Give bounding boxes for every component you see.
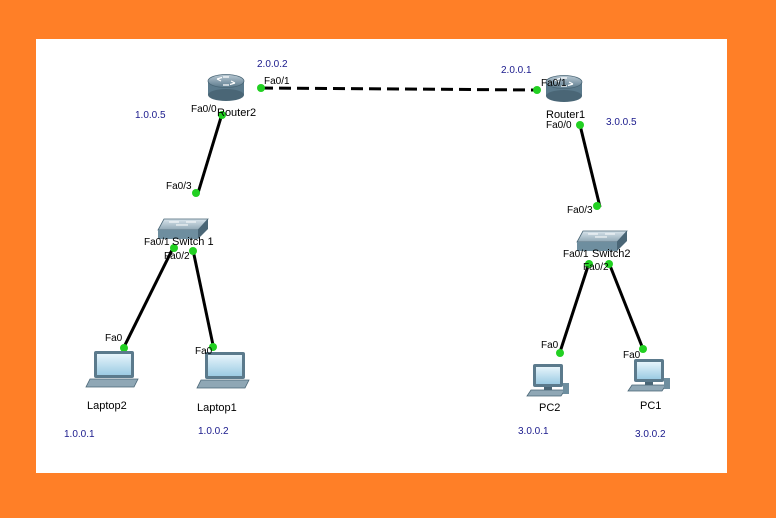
port-label: Fa0/2 xyxy=(164,251,190,262)
port-label: Fa0/1 xyxy=(541,78,567,89)
switch-icon xyxy=(576,230,628,251)
port-dot xyxy=(639,345,647,353)
port-dot xyxy=(192,189,200,197)
port-label: Fa0/0 xyxy=(546,120,572,131)
ip-label: 3.0.0.1 xyxy=(518,426,549,437)
device-label: PC1 xyxy=(640,400,661,412)
port-dot xyxy=(120,344,128,352)
device-label: Switch2 xyxy=(592,248,631,260)
port-label: Fa0 xyxy=(541,340,559,351)
port-indicators xyxy=(120,84,647,357)
device-label: PC2 xyxy=(539,402,560,414)
ip-labels: 2.0.0.2 2.0.0.1 1.0.0.5 3.0.0.5 1.0.0.1 … xyxy=(64,59,666,440)
topology-canvas: Router2 Router1 Switch 1 Switch2 xyxy=(36,39,727,473)
port-label: Fa0/1 xyxy=(563,249,589,260)
ip-label: 2.0.0.2 xyxy=(257,59,288,70)
link-switch2-pc1[interactable] xyxy=(607,262,645,350)
port-label: Fa0/2 xyxy=(583,262,609,273)
port-dot xyxy=(556,349,564,357)
port-dot xyxy=(585,260,593,268)
port-label: Fa0 xyxy=(623,350,641,361)
port-dot xyxy=(209,343,217,351)
network-topology-diagram: Router2 Router1 Switch 1 Switch2 xyxy=(64,59,670,440)
laptop2[interactable]: Laptop2 xyxy=(85,351,139,412)
serial-link-router2-router1[interactable] xyxy=(260,86,538,92)
ip-label: 1.0.0.1 xyxy=(64,429,95,440)
pc-icon xyxy=(627,359,670,392)
switch2[interactable]: Switch2 xyxy=(576,230,631,260)
port-dot xyxy=(576,121,584,129)
router-icon xyxy=(545,75,583,102)
port-dot xyxy=(218,111,226,119)
router1[interactable]: Router1 xyxy=(545,75,585,122)
device-label: Laptop1 xyxy=(197,402,237,414)
router-icon xyxy=(207,74,245,101)
laptop1[interactable]: Laptop1 xyxy=(196,352,250,414)
device-label: Switch 1 xyxy=(172,236,214,248)
pc-icon xyxy=(526,364,569,397)
link-switch2-pc2[interactable] xyxy=(558,262,591,353)
laptop-icon xyxy=(85,351,139,388)
port-dot xyxy=(593,202,601,210)
port-label: Fa0/0 xyxy=(191,104,217,115)
ip-label: 3.0.0.2 xyxy=(635,429,666,440)
device-label: Router1 xyxy=(546,109,585,121)
port-dot xyxy=(257,84,265,92)
switch-icon xyxy=(157,218,209,239)
link-switch1-laptop2[interactable] xyxy=(122,245,176,348)
port-label: Fa0/3 xyxy=(567,205,593,216)
ip-label: 2.0.0.1 xyxy=(501,65,532,76)
port-label: Fa0 xyxy=(105,333,123,344)
ip-label: 1.0.0.2 xyxy=(198,426,229,437)
port-dot xyxy=(605,260,613,268)
laptop-icon xyxy=(196,352,250,389)
router2[interactable]: Router2 xyxy=(207,74,256,120)
switch1[interactable]: Switch 1 xyxy=(157,218,214,248)
device-label: Laptop2 xyxy=(87,400,127,412)
port-label: Fa0/3 xyxy=(166,181,192,192)
port-dot xyxy=(170,244,178,252)
link-switch1-laptop1[interactable] xyxy=(191,249,215,346)
link-router2-switch1[interactable] xyxy=(196,113,224,194)
pc1[interactable]: PC1 xyxy=(627,359,670,412)
ip-label: 1.0.0.5 xyxy=(135,110,166,121)
pc2[interactable]: PC2 xyxy=(526,364,569,414)
port-labels: Fa0/1 Fa0/0 Fa0/1 Fa0/0 Fa0/3 Fa0/1 Fa0/… xyxy=(105,76,641,361)
port-label: Fa0/1 xyxy=(264,76,290,87)
ip-label: 3.0.0.5 xyxy=(606,117,637,128)
port-dot xyxy=(533,86,541,94)
device-label: Router2 xyxy=(217,107,256,119)
port-label: Fa0 xyxy=(195,346,213,357)
port-label: Fa0/1 xyxy=(144,237,170,248)
link-router1-switch2[interactable] xyxy=(578,124,602,208)
port-dot xyxy=(189,247,197,255)
